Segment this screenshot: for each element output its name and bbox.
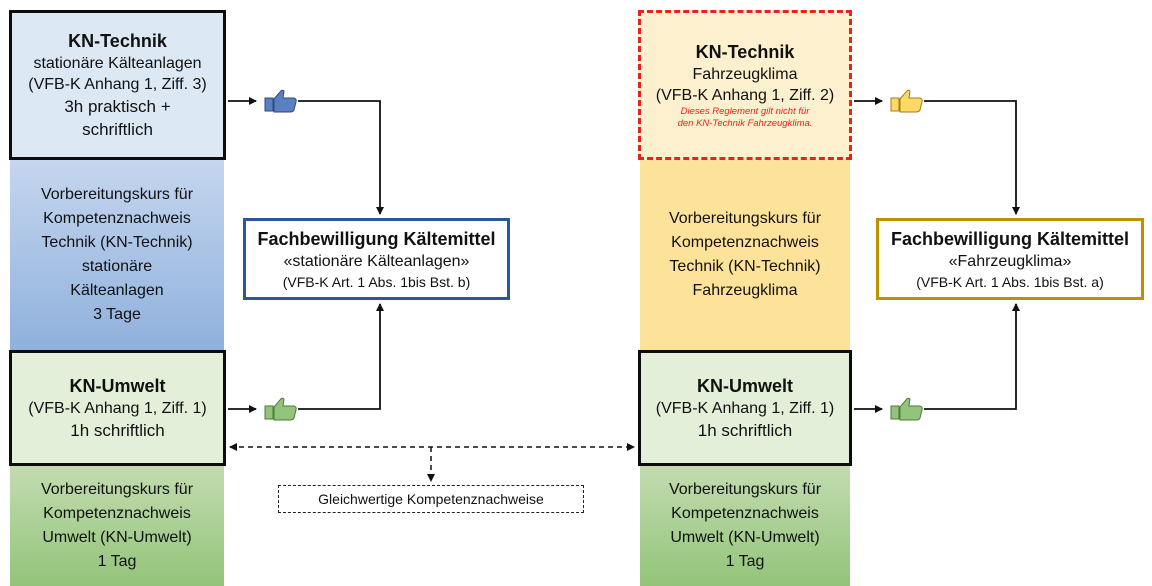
course-line: Technik (KN-Technik) [41, 234, 193, 251]
kn-technik-title: KN-Technik [68, 31, 167, 51]
kn-umwelt-title: KN-Umwelt [696, 376, 793, 396]
reglement-note: Dieses Reglement gilt nicht für [680, 106, 810, 117]
course-line: Kompetenznachweis [671, 234, 819, 251]
course-line: Fahrzeugklima [692, 282, 798, 299]
thumbs-up-green-icon [890, 397, 923, 421]
arrow-green-thumb-to-permit-fz [924, 303, 1020, 410]
course-line: Umwelt (KN-Umwelt) [670, 529, 820, 546]
course-technik-fahrzeugklima: Vorbereitungskurs für Kompetenznachweis … [640, 160, 850, 350]
kn-umwelt-duration: 1h schriftlich [697, 421, 793, 440]
kn-technik-mode: schriftlich [82, 120, 153, 139]
course-umwelt-left: Vorbereitungskurs für Kompetenznachweis … [10, 466, 224, 586]
course-umwelt-right: Vorbereitungskurs für Kompetenznachweis … [640, 466, 850, 586]
permit-title: Fachbewilligung Kältemittel [257, 228, 496, 249]
kn-technik-ref: (VFB-K Anhang 1, Ziff. 2) [655, 87, 835, 104]
course-line: 1 Tag [97, 553, 137, 570]
course-line: 3 Tage [93, 306, 141, 323]
permit-stationaer-box: Fachbewilligung Kältemittel «stationäre … [243, 218, 510, 300]
reglement-note: den KN-Technik Fahrzeugklima. [677, 118, 813, 129]
course-line: Kompetenznachweis [43, 210, 191, 227]
course-technik-stationaer: Vorbereitungskurs für Kompetenznachweis … [10, 160, 224, 350]
permit-fahrzeugklima-box: Fachbewilligung Kältemittel «Fahrzeugkli… [876, 218, 1144, 300]
course-line: Umwelt (KN-Umwelt) [42, 529, 192, 546]
kn-technik-title: KN-Technik [695, 42, 795, 62]
arrow-green-thumb-to-permit-stat [298, 303, 384, 410]
arrow-thumb-to-permit-fz [924, 100, 1020, 215]
course-line: Kompetenznachweis [671, 505, 819, 522]
thumbs-up-yellow-icon [890, 89, 923, 113]
thumbs-up-green-icon [264, 397, 297, 421]
kn-technik-scope: Fahrzeugklima [692, 66, 798, 83]
kn-umwelt-title: KN-Umwelt [69, 376, 166, 396]
kn-technik-ref: (VFB-K Anhang 1, Ziff. 3) [28, 76, 207, 93]
course-line: Kälteanlagen [70, 282, 164, 299]
kn-umwelt-right-box: KN-Umwelt (VFB-K Anhang 1, Ziff. 1) 1h s… [638, 350, 852, 466]
permit-ref: (VFB-K Art. 1 Abs. 1bis Bst. a) [916, 273, 1104, 290]
permit-ref: (VFB-K Art. 1 Abs. 1bis Bst. b) [282, 273, 471, 290]
kn-technik-stationaer-box: KN-Technik stationäre Kälteanlagen (VFB-… [9, 10, 226, 160]
permit-subtitle: «Fahrzeugklima» [948, 252, 1072, 270]
kn-technik-duration: 3h praktisch + [64, 97, 171, 116]
course-line: Vorbereitungskurs für [668, 481, 822, 498]
arrow-thumb-to-permit-stat [298, 100, 384, 215]
course-line: Kompetenznachweis [43, 505, 191, 522]
course-line: 1 Tag [725, 553, 765, 570]
kn-technik-fahrzeugklima-box: KN-Technik Fahrzeugklima (VFB-K Anhang 1… [638, 10, 852, 160]
course-line: Vorbereitungskurs für [40, 186, 194, 203]
kn-umwelt-left-box: KN-Umwelt (VFB-K Anhang 1, Ziff. 1) 1h s… [9, 350, 226, 466]
kn-technik-scope: stationäre Kälteanlagen [33, 55, 202, 72]
course-line: Vorbereitungskurs für [40, 481, 194, 498]
equivalence-text: Gleichwertige Kompetenznachweise [318, 491, 544, 507]
course-line: stationäre [81, 258, 153, 275]
permit-title: Fachbewilligung Kältemittel [890, 228, 1130, 249]
thumbs-up-blue-icon [264, 89, 297, 113]
kn-umwelt-ref: (VFB-K Anhang 1, Ziff. 1) [28, 400, 207, 417]
kn-umwelt-duration: 1h schriftlich [70, 421, 165, 440]
permit-subtitle: «stationäre Kälteanlagen» [283, 252, 470, 270]
course-line: Technik (KN-Technik) [669, 258, 821, 275]
kn-umwelt-ref: (VFB-K Anhang 1, Ziff. 1) [655, 400, 835, 417]
course-line: Vorbereitungskurs für [668, 210, 822, 227]
equivalence-label: Gleichwertige Kompetenznachweise [278, 485, 584, 513]
